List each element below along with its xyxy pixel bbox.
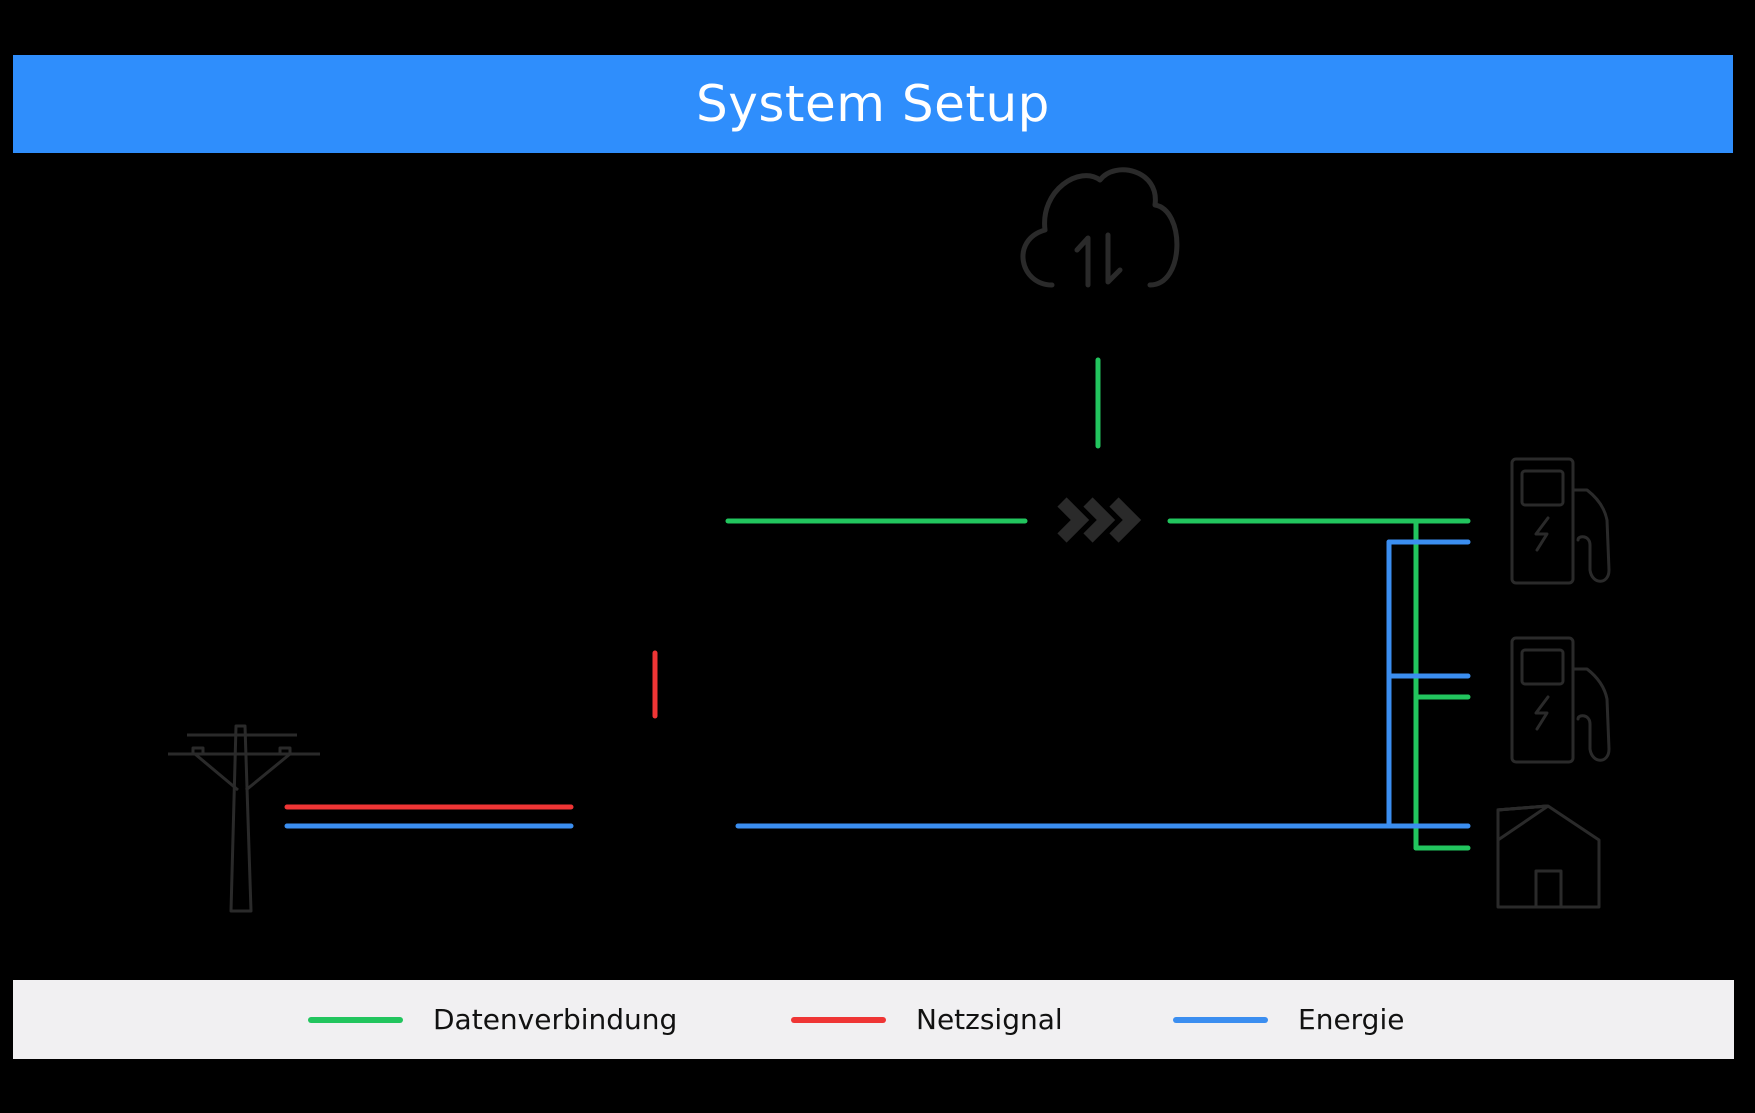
charging-station-icon <box>1510 636 1611 764</box>
legend-label: Energie <box>1298 1003 1405 1036</box>
page-title: System Setup <box>696 75 1050 133</box>
legend: Datenverbindung Netzsignal Energie <box>13 980 1734 1059</box>
cloud-sync-icon <box>1020 167 1180 288</box>
title-banner: System Setup <box>13 55 1733 153</box>
legend-item-energy: Energie <box>1173 980 1404 1059</box>
legend-swatch-grid <box>791 1016 886 1023</box>
legend-swatch-energy <box>1173 1016 1268 1023</box>
house-icon <box>1496 804 1601 909</box>
legend-item-data: Datenverbindung <box>308 980 677 1059</box>
chevrons-right-icon <box>1057 497 1142 543</box>
legend-item-grid: Netzsignal <box>791 980 1063 1059</box>
charging-station-icon <box>1510 457 1611 585</box>
power-pole-icon <box>168 724 320 913</box>
legend-label: Netzsignal <box>916 1003 1063 1036</box>
legend-label: Datenverbindung <box>433 1003 678 1036</box>
legend-swatch-data <box>308 1016 403 1023</box>
